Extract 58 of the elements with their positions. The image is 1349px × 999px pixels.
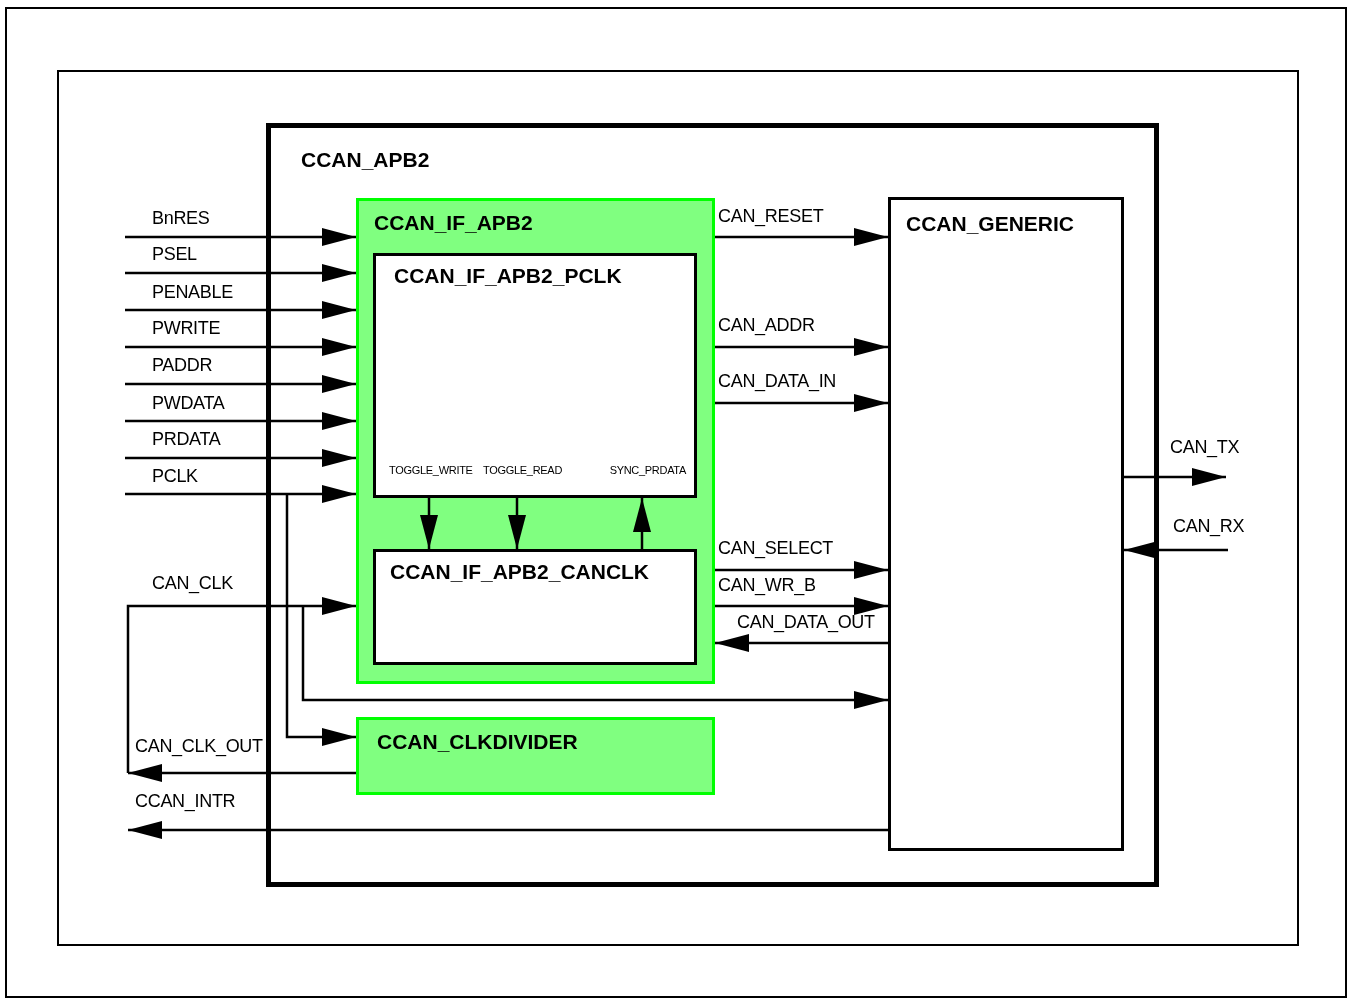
signal-label: CAN_RESET	[718, 207, 824, 227]
signal-arrow	[125, 228, 356, 246]
signal-arrow	[715, 338, 888, 356]
signal-arrow	[1124, 468, 1226, 486]
signal-label: CAN_RX	[1173, 517, 1245, 537]
signal-arrow	[125, 412, 356, 430]
signal-arrow	[715, 597, 888, 615]
module-box	[356, 198, 715, 684]
signal-arrow	[128, 764, 356, 782]
signal-label: CAN_TX	[1170, 438, 1240, 458]
signal-label: CAN_DATA_IN	[718, 372, 837, 392]
module-box	[266, 123, 1159, 887]
signal-arrow	[285, 494, 356, 746]
port-label: TOGGLE_WRITE	[389, 464, 473, 476]
signal-arrow	[715, 228, 888, 246]
module-name: CCAN_IF_APB2_PCLK	[394, 264, 622, 288]
signal-arrow	[1124, 541, 1228, 559]
module-box	[356, 717, 715, 795]
signal-label: BnRES	[152, 209, 210, 229]
signal-label: CCAN_INTR	[135, 792, 236, 812]
signal-arrow	[633, 498, 651, 549]
signal-arrow	[715, 394, 888, 412]
module-box	[373, 253, 697, 498]
signal-arrow	[128, 821, 888, 839]
module-name: CCAN_IF_APB2_CANCLK	[390, 560, 650, 584]
signal-label: PADDR	[152, 356, 213, 376]
module-name: CCAN_IF_APB2	[374, 211, 533, 235]
signal-arrow	[508, 498, 526, 549]
signal-label: CAN_WR_B	[718, 576, 816, 596]
signal-label: CAN_DATA_OUT	[737, 613, 875, 633]
module-box	[373, 549, 697, 665]
signal-label: PCLK	[152, 467, 198, 487]
signal-label: PRDATA	[152, 430, 221, 450]
signal-arrow	[125, 485, 356, 503]
signal-label: CAN_CLK_OUT	[135, 737, 263, 757]
signal-label: PSEL	[152, 245, 197, 265]
module-box	[888, 197, 1124, 851]
signal-label: CAN_ADDR	[718, 316, 815, 336]
signal-arrow	[420, 498, 438, 549]
port-label: TOGGLE_READ	[483, 464, 563, 476]
signal-arrow	[126, 597, 356, 773]
signal-arrow	[125, 338, 356, 356]
signal-label: CAN_SELECT	[718, 539, 834, 559]
signal-arrow	[125, 301, 356, 319]
signal-label: PENABLE	[152, 283, 233, 303]
module-name: CCAN_CLKDIVIDER	[377, 730, 578, 754]
signal-label: CAN_CLK	[152, 574, 233, 594]
signal-label: PWDATA	[152, 394, 225, 414]
module-name: CCAN_GENERIC	[906, 212, 1075, 236]
signal-arrow	[125, 264, 356, 282]
signal-label: PWRITE	[152, 319, 221, 339]
signal-arrow	[715, 561, 888, 579]
signal-arrow	[301, 606, 888, 709]
signal-arrow	[125, 375, 356, 393]
port-label: SYNC_PRDATA	[609, 464, 686, 476]
signal-arrow	[715, 634, 888, 652]
signal-arrow	[125, 449, 356, 467]
module-name: CCAN_APB2	[301, 148, 430, 172]
